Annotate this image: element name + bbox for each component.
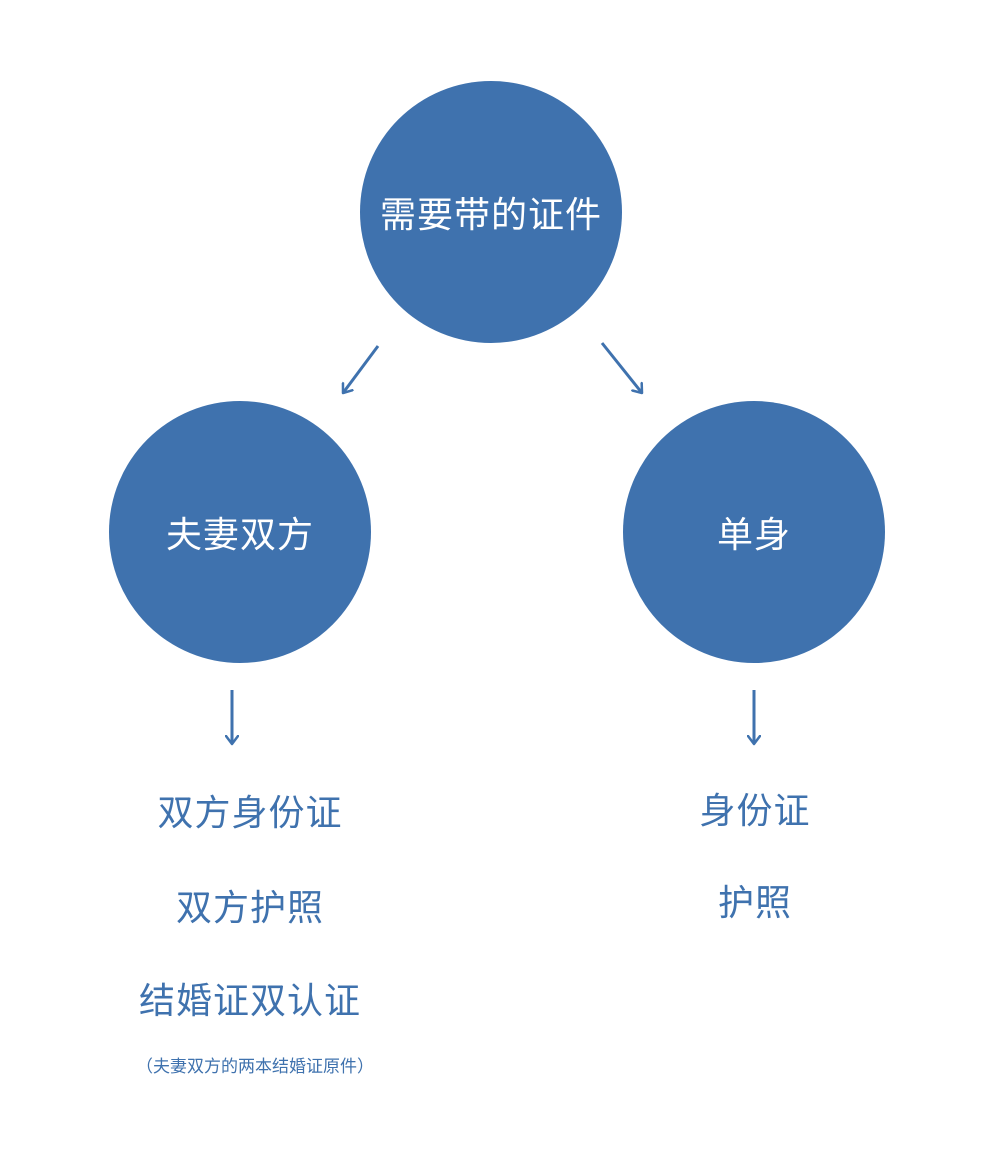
single-node-label: 单身 — [716, 515, 791, 556]
couple-doc-id-cards: 双方身份证 — [157, 793, 343, 834]
couple-doc-note: （夫妻双方的两本结婚证原件） — [136, 1057, 374, 1077]
single-node: 单身 — [623, 401, 885, 663]
single-doc-passport: 护照 — [717, 883, 792, 924]
root-node: 需要带的证件 — [360, 81, 622, 343]
arrow-root-to-couple — [343, 345, 380, 393]
arrow-root-to-single — [600, 342, 642, 393]
couple-doc-passports: 双方护照 — [175, 888, 324, 929]
single-doc-id-card: 身份证 — [699, 791, 811, 832]
root-node-label: 需要带的证件 — [379, 195, 602, 236]
couple-node-label: 夫妻双方 — [165, 515, 314, 556]
couple-doc-marriage-certificate: 结婚证双认证 — [138, 981, 361, 1022]
couple-node: 夫妻双方 — [109, 401, 371, 663]
